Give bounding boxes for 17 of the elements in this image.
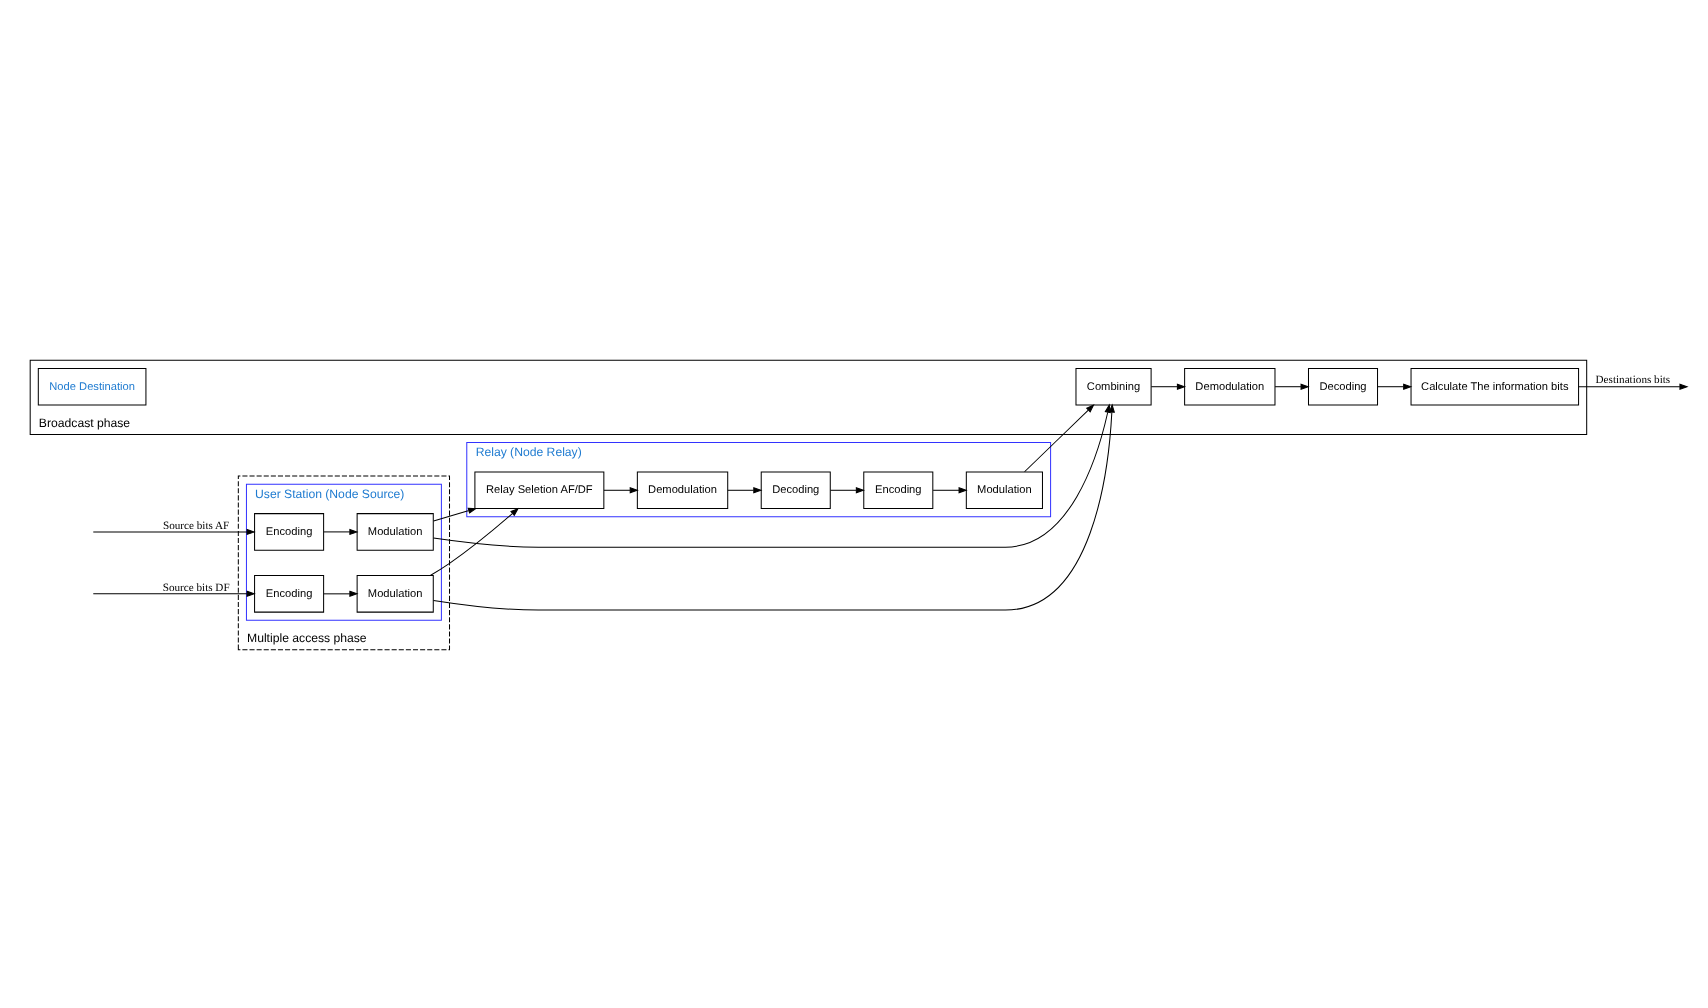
arrow [829, 486, 864, 493]
arrow [91, 589, 255, 597]
arrow [931, 486, 967, 493]
arrow [1023, 403, 1094, 472]
arrow [602, 486, 638, 493]
arrow [432, 506, 477, 521]
arrow [1149, 382, 1186, 389]
arrow [428, 506, 519, 575]
arrow [1273, 382, 1309, 389]
arrow [1376, 382, 1412, 389]
arrow [432, 402, 1110, 547]
arrow [91, 527, 255, 535]
arrow [726, 486, 762, 493]
arrow [1577, 382, 1688, 389]
arrow [431, 402, 1115, 610]
arrow [322, 527, 358, 535]
arrow [322, 589, 358, 597]
